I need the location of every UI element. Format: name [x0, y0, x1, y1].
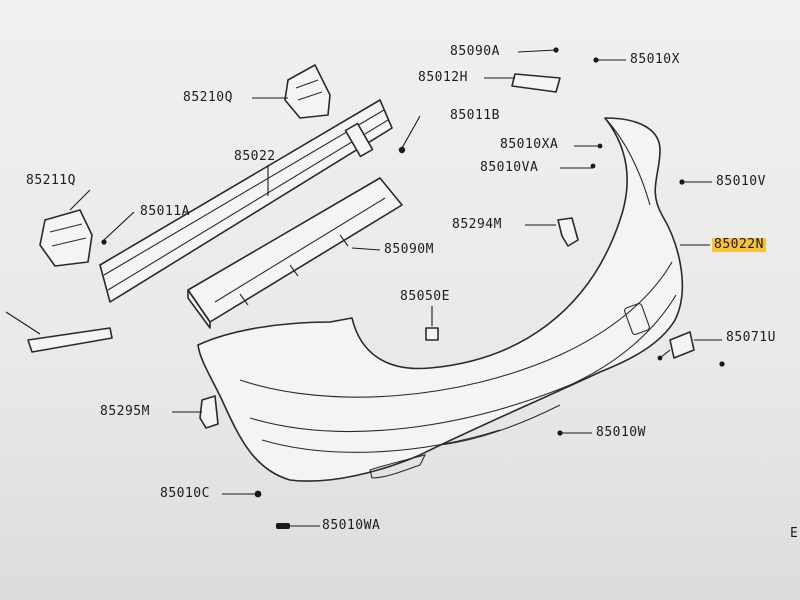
label-85011B: 85011B — [450, 108, 500, 123]
left-bracket — [39, 209, 93, 267]
label-85022: 85022 — [234, 149, 276, 164]
label-85010VA: 85010VA — [480, 160, 539, 175]
label-85022N-highlighted: 85022N — [712, 237, 766, 252]
label-85295M: 85295M — [100, 404, 150, 419]
label-85010XA: 85010XA — [500, 137, 559, 152]
label-85010C: 85010C — [160, 486, 210, 501]
label-85294M: 85294M — [452, 217, 502, 232]
label-85211Q: 85211Q — [26, 173, 76, 188]
edge-letter: E — [790, 526, 798, 541]
label-85090M: 85090M — [384, 242, 434, 257]
label-85210Q: 85210Q — [183, 90, 233, 105]
label-85010X: 85010X — [630, 52, 680, 67]
label-85010WA: 85010WA — [322, 518, 381, 533]
right-bracket — [284, 64, 331, 119]
rear-bumper-fascia — [197, 117, 684, 482]
tow-hook-cover — [669, 331, 695, 359]
clip-part — [425, 327, 439, 341]
reflector — [511, 73, 561, 93]
side-bracket-left — [199, 395, 219, 429]
label-85012H: 85012H — [418, 70, 468, 85]
side-bracket-right — [557, 217, 579, 247]
label-85090A: 85090A — [450, 44, 500, 59]
label-85011A: 85011A — [140, 204, 190, 219]
label-85010V: 85010V — [716, 174, 766, 189]
bumper-reinforcement — [99, 99, 393, 303]
label-85050E: 85050E — [400, 289, 450, 304]
label-85071U: 85071U — [726, 330, 776, 345]
label-85010W: 85010W — [596, 425, 646, 440]
side-trim-strip — [27, 327, 113, 353]
